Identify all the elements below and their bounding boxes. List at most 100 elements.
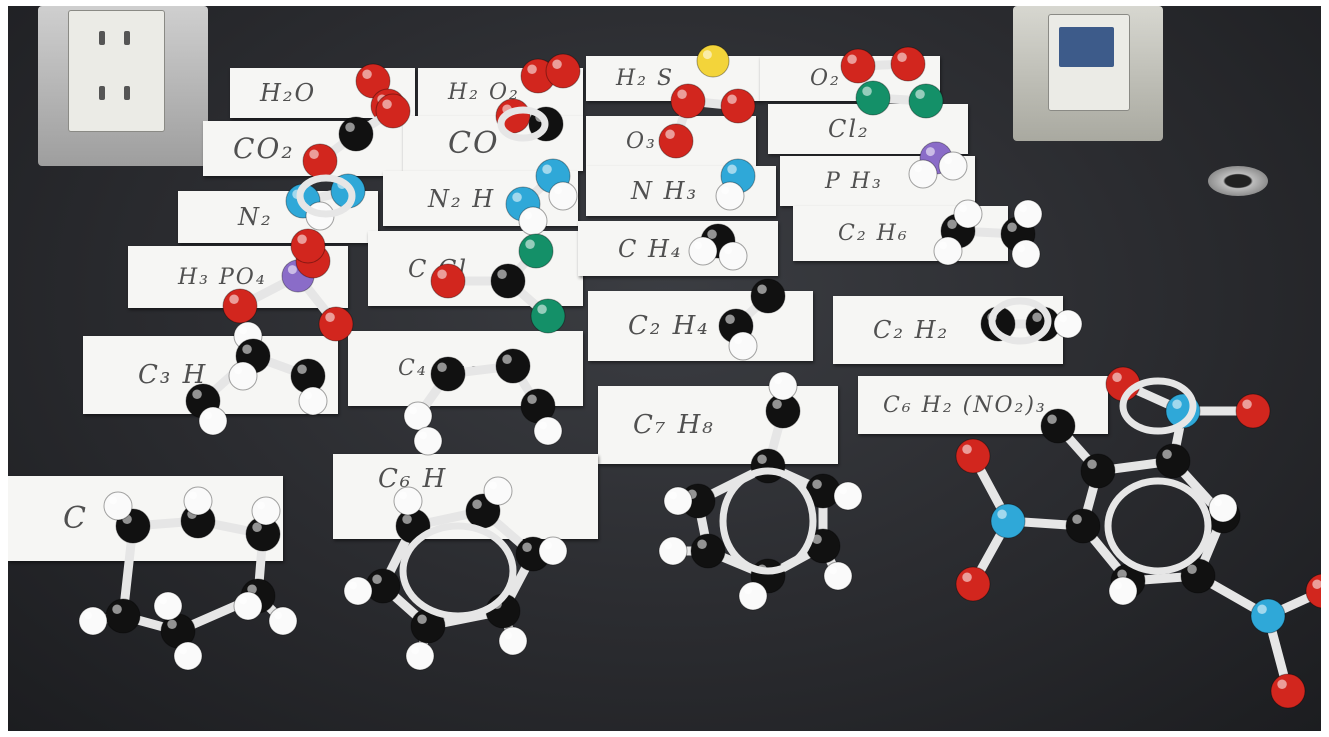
atom-highlight xyxy=(772,399,782,409)
atom-highlight xyxy=(1047,414,1057,424)
hydrogen-atom xyxy=(183,486,213,516)
atom-highlight xyxy=(362,69,372,79)
atom-highlight xyxy=(1087,459,1097,469)
atom-highlight xyxy=(239,326,248,335)
ball-and-stick-models xyxy=(78,44,1321,709)
atom-highlight xyxy=(1059,314,1068,323)
oxygen-atom xyxy=(302,143,338,179)
outlet-plate xyxy=(68,10,165,132)
atom-highlight xyxy=(664,541,673,550)
atom-highlight xyxy=(1017,244,1026,253)
molecular-models-photo: H₂O H₂ O₂ H₂ S O₂ CO₂ CO O₃ Cl₂ N₂ N₂ H … xyxy=(8,6,1321,731)
atom-highlight xyxy=(112,604,122,614)
atom-highlight xyxy=(744,586,753,595)
atom-highlight xyxy=(939,241,948,250)
outlet-plate xyxy=(1048,14,1130,111)
oxygen-atom xyxy=(318,306,354,342)
atom-highlight xyxy=(552,59,562,69)
oxygen-atom xyxy=(1235,393,1271,429)
hydrogen-atom xyxy=(1013,199,1043,229)
hydrogen-atom xyxy=(1108,576,1138,606)
hydrogen-atom xyxy=(198,406,228,436)
carbon-atom xyxy=(690,533,726,569)
atom-highlight xyxy=(757,284,767,294)
atom-highlight xyxy=(179,646,188,655)
atom-highlight xyxy=(247,584,257,594)
carbon-atom xyxy=(338,116,374,152)
atom-highlight xyxy=(829,566,838,575)
atom-highlight xyxy=(242,344,252,354)
atom-highlight xyxy=(84,611,93,620)
hydrogen-atom xyxy=(343,576,373,606)
atom-highlight xyxy=(234,366,243,375)
atom-highlight xyxy=(669,491,678,500)
atom-highlight xyxy=(962,572,972,582)
carbon-atom xyxy=(750,448,786,484)
atom-highlight xyxy=(944,156,953,165)
atom-highlight xyxy=(527,64,537,74)
carbon-atom xyxy=(495,348,531,384)
atom-highlight xyxy=(1114,581,1123,590)
atom-highlight xyxy=(774,376,783,385)
hydrogen-atom xyxy=(688,236,718,266)
atom-highlight xyxy=(239,596,248,605)
atom-highlight xyxy=(309,149,319,159)
formula-card: C xyxy=(8,476,283,561)
atom-highlight xyxy=(417,614,427,624)
atom-highlight xyxy=(1072,514,1082,524)
carbon-atom xyxy=(430,356,466,392)
atom-highlight xyxy=(544,541,553,550)
atom-highlight xyxy=(677,89,687,99)
hydrogen-atom xyxy=(738,581,768,611)
bond-ring xyxy=(1119,377,1197,435)
bond-ring xyxy=(1104,477,1212,575)
carbon-atom xyxy=(750,278,786,314)
formula-card: C₇ H₈ xyxy=(598,386,838,464)
hydrogen-atom xyxy=(718,241,748,271)
wall-outlet-right xyxy=(1013,6,1163,141)
atom-highlight xyxy=(159,596,168,605)
atom-highlight xyxy=(1112,372,1122,382)
atom-highlight xyxy=(287,265,297,275)
oxygen-atom xyxy=(375,93,411,129)
hydrogen-atom xyxy=(483,476,513,506)
hydrogen-atom xyxy=(78,606,108,636)
atom-highlight xyxy=(399,491,408,500)
carbon-atom xyxy=(1155,443,1191,479)
bond-ring xyxy=(296,174,356,218)
atom-highlight xyxy=(525,239,535,249)
hydrogen-atom xyxy=(153,591,183,621)
hydrogen-atom xyxy=(1011,239,1041,269)
hydrogen-atom xyxy=(173,641,203,671)
hydrogen-atom xyxy=(518,206,548,236)
hydrogen-atom xyxy=(908,159,938,189)
hydrogen-atom xyxy=(953,199,983,229)
atom-highlight xyxy=(167,619,177,629)
atom-highlight xyxy=(962,444,972,454)
hydrogen-atom xyxy=(663,486,693,516)
oxygen-atom xyxy=(1305,573,1321,609)
carbon-atom xyxy=(105,598,141,634)
atom-highlight xyxy=(914,164,923,173)
hydrogen-atom xyxy=(728,331,758,361)
atom-highlight xyxy=(665,129,675,139)
atom-highlight xyxy=(812,479,822,489)
bond-ring xyxy=(719,467,817,575)
atom-highlight xyxy=(1214,498,1223,507)
atom-highlight xyxy=(847,54,857,64)
atom-highlight xyxy=(1172,399,1182,409)
atom-highlight xyxy=(437,362,447,372)
atom-highlight xyxy=(1187,564,1197,574)
atom-highlight xyxy=(839,486,848,495)
atom-highlight xyxy=(724,246,733,255)
carbon-atom xyxy=(1080,453,1116,489)
hydrogen-atom xyxy=(1208,493,1238,523)
oxygen-atom xyxy=(545,53,581,89)
atom-highlight xyxy=(1257,604,1267,614)
atom-highlight xyxy=(297,234,307,244)
hydrogen-atom xyxy=(233,591,263,621)
atom-highlight xyxy=(252,522,262,532)
atom-highlight xyxy=(694,241,703,250)
atom-highlight xyxy=(229,294,239,304)
hydrogen-atom xyxy=(1053,309,1083,339)
